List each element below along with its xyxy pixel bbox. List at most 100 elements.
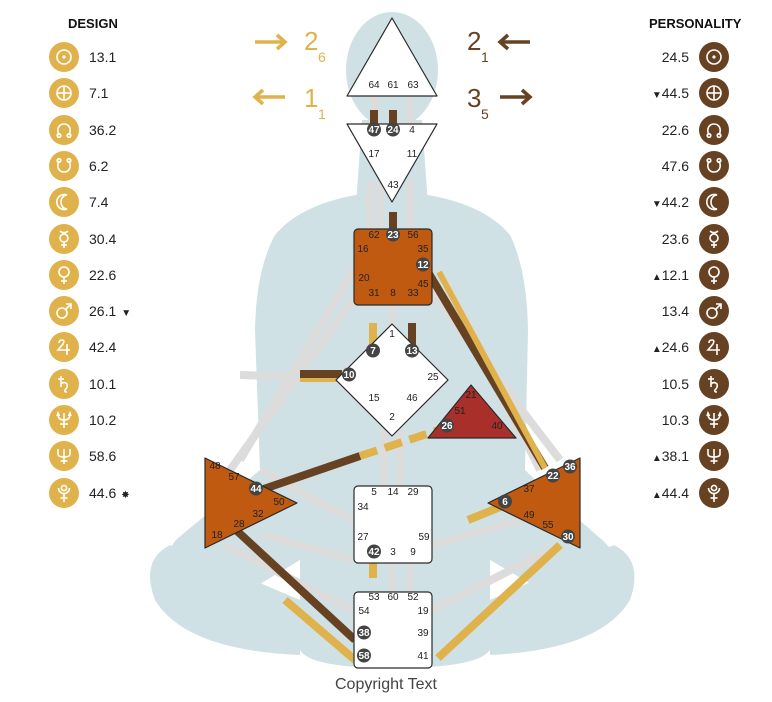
- personality-planet-row[interactable]: 10.5: [662, 368, 729, 399]
- gate-34[interactable]: 34: [357, 502, 369, 513]
- gate-14[interactable]: 14: [387, 487, 399, 498]
- gate-28[interactable]: 28: [233, 519, 245, 530]
- design-planet-row[interactable]: 7.4: [49, 187, 108, 218]
- gate-8[interactable]: 8: [390, 288, 396, 299]
- personality-planet-row[interactable]: 22.6: [662, 114, 729, 145]
- gate-33[interactable]: 33: [407, 288, 419, 299]
- gate-27[interactable]: 27: [357, 532, 369, 543]
- personality-planet-row[interactable]: 10.3: [662, 405, 729, 435]
- gate-11[interactable]: 11: [407, 149, 418, 160]
- center-solar-plexus[interactable]: 36 22 37 6 49 55 30: [487, 457, 581, 549]
- personality-planet-row[interactable]: 13.4: [662, 296, 729, 327]
- design-planet-row[interactable]: 44.6✸: [49, 477, 130, 508]
- gate-64[interactable]: 64: [368, 80, 380, 91]
- gate-32[interactable]: 32: [252, 509, 264, 520]
- gate-35[interactable]: 35: [417, 244, 429, 255]
- gate-55[interactable]: 55: [542, 520, 554, 531]
- gate-56[interactable]: 56: [407, 230, 419, 241]
- gate-19[interactable]: 19: [417, 606, 429, 617]
- gate-31[interactable]: 31: [368, 288, 380, 299]
- design-planet-row[interactable]: 6.2: [49, 150, 108, 181]
- gate-58[interactable]: 58: [358, 651, 370, 662]
- personality-planet-row[interactable]: ▲12.1: [652, 259, 729, 290]
- gate-46[interactable]: 46: [406, 393, 418, 404]
- gate-51[interactable]: 51: [454, 406, 466, 417]
- personality-planet-row[interactable]: ▼44.2: [652, 187, 729, 218]
- gate-17[interactable]: 17: [368, 149, 380, 160]
- gate-62[interactable]: 62: [368, 230, 380, 241]
- design-planet-row[interactable]: 58.6: [49, 441, 116, 472]
- center-ajna[interactable]: 47 24 4 17 11 43: [346, 122, 438, 203]
- gate-39[interactable]: 39: [417, 628, 429, 639]
- gate-26[interactable]: 26: [441, 421, 453, 432]
- design-planet-row[interactable]: 10.2: [49, 405, 116, 435]
- gate-25[interactable]: 25: [427, 372, 439, 383]
- design-planet-row[interactable]: 13.1: [49, 42, 116, 72]
- gate-30[interactable]: 30: [562, 532, 574, 543]
- gate-10[interactable]: 10: [343, 370, 355, 381]
- planet-value: 10.3: [662, 412, 689, 428]
- gate-45[interactable]: 45: [417, 279, 429, 290]
- gate-63[interactable]: 63: [407, 80, 419, 91]
- gate-38[interactable]: 38: [358, 628, 370, 639]
- gate-29[interactable]: 29: [407, 487, 419, 498]
- gate-1[interactable]: 1: [389, 329, 395, 340]
- gate-50[interactable]: 50: [273, 497, 285, 508]
- center-spleen[interactable]: 48 57 44 50 32 28 18: [204, 457, 298, 549]
- gate-61[interactable]: 61: [387, 80, 399, 91]
- gate-40[interactable]: 40: [491, 421, 503, 432]
- gate-48[interactable]: 48: [209, 461, 221, 472]
- gate-21[interactable]: 21: [465, 390, 477, 401]
- gate-24[interactable]: 24: [387, 125, 399, 136]
- gate-5[interactable]: 5: [371, 487, 377, 498]
- gate-60[interactable]: 60: [387, 592, 399, 603]
- gate-52[interactable]: 52: [407, 592, 419, 603]
- gate-15[interactable]: 15: [368, 393, 380, 404]
- center-head[interactable]: 64 61 63: [346, 17, 438, 97]
- personality-planet-row[interactable]: ▼44.5: [652, 78, 729, 109]
- personality-planet-row[interactable]: ▲24.6: [652, 332, 729, 363]
- gate-41[interactable]: 41: [417, 651, 429, 662]
- gate-2[interactable]: 2: [389, 412, 395, 423]
- center-root[interactable]: 53 60 52 54 19 38 39 58 41: [353, 591, 433, 669]
- gate-20[interactable]: 20: [358, 273, 370, 284]
- gate-37[interactable]: 37: [523, 484, 535, 495]
- design-planet-row[interactable]: 30.4: [49, 223, 116, 254]
- gate-13[interactable]: 13: [406, 346, 418, 357]
- gate-54[interactable]: 54: [358, 606, 370, 617]
- personality-planet-row[interactable]: ▲38.1: [652, 441, 729, 472]
- gate-23[interactable]: 23: [387, 230, 399, 241]
- personality-planet-row[interactable]: 24.5: [662, 42, 729, 72]
- gate-43[interactable]: 43: [387, 180, 399, 191]
- gate-22[interactable]: 22: [547, 471, 559, 482]
- design-planet-row[interactable]: 10.1: [49, 368, 116, 399]
- gate-57[interactable]: 57: [228, 472, 240, 483]
- gate-47[interactable]: 47: [368, 125, 380, 136]
- gate-16[interactable]: 16: [357, 244, 369, 255]
- gate-6[interactable]: 6: [502, 497, 508, 508]
- gate-3[interactable]: 3: [390, 547, 396, 558]
- design-planet-row[interactable]: 36.2: [49, 114, 116, 145]
- gate-12[interactable]: 12: [417, 260, 429, 271]
- gate-53[interactable]: 53: [368, 592, 380, 603]
- design-planet-row[interactable]: 7.1: [49, 78, 108, 109]
- gate-59[interactable]: 59: [418, 532, 430, 543]
- design-planet-row[interactable]: 42.4: [49, 332, 116, 363]
- personality-planet-row[interactable]: ▲44.4: [652, 477, 729, 508]
- gate-18[interactable]: 18: [211, 530, 223, 541]
- personality-planet-row[interactable]: 47.6: [662, 150, 729, 181]
- gate-36[interactable]: 36: [564, 462, 576, 473]
- center-sacral[interactable]: 5 14 29 34 27 59 42 3 9: [353, 485, 433, 564]
- personality-planet-row[interactable]: 23.6: [662, 223, 729, 254]
- gate-7[interactable]: 7: [370, 346, 376, 357]
- center-throat[interactable]: 62 23 56 16 35 12 20 45 31 8 33: [353, 227, 433, 306]
- gate-42[interactable]: 42: [368, 547, 380, 558]
- gate-9[interactable]: 9: [410, 547, 416, 558]
- design-planet-row[interactable]: 22.6: [49, 259, 116, 290]
- center-g[interactable]: 1 7 13 10 25 15 46 2: [335, 323, 449, 437]
- design-planet-row[interactable]: 26.1▼: [49, 296, 131, 327]
- gate-4[interactable]: 4: [409, 125, 415, 136]
- gate-49[interactable]: 49: [523, 510, 535, 521]
- gate-44[interactable]: 44: [250, 484, 262, 495]
